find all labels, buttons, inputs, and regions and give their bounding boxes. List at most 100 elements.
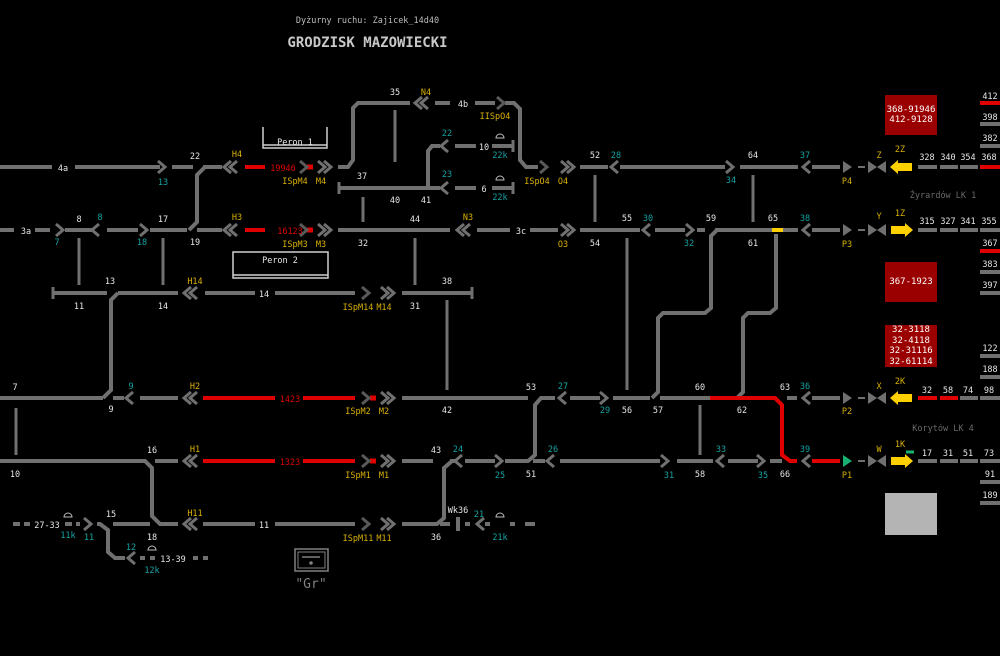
- signal-double-chevron-icon[interactable]: [412, 95, 429, 111]
- signal-double-chevron-icon[interactable]: [560, 159, 577, 175]
- block-signal-icon[interactable]: [877, 455, 886, 467]
- entry-signal-icon[interactable]: [843, 161, 852, 173]
- block-signal-icon[interactable]: [868, 392, 877, 404]
- track-1[interactable]: [0, 459, 782, 526]
- derailer-icon[interactable]: [495, 512, 505, 518]
- shunting-signal-icon[interactable]: [496, 95, 507, 111]
- block-signal-icon[interactable]: [877, 392, 886, 404]
- direction-arrow-right-icon[interactable]: [891, 454, 913, 468]
- derailer-icon[interactable]: [495, 133, 505, 139]
- switch-point-icon[interactable]: [474, 516, 485, 532]
- signal-double-chevron-icon[interactable]: [380, 516, 397, 532]
- signal-double-chevron-icon[interactable]: [560, 222, 577, 238]
- signal-double-chevron-icon[interactable]: [181, 453, 198, 469]
- switch-point-icon[interactable]: [660, 453, 671, 469]
- crossover-links[interactable]: [14, 110, 755, 455]
- shunting-signal-icon[interactable]: [361, 453, 372, 469]
- entry-signal-icon[interactable]: [843, 224, 852, 236]
- switch-point-icon[interactable]: [725, 159, 736, 175]
- signal-double-chevron-icon[interactable]: [380, 285, 397, 301]
- track-4a[interactable]: [0, 165, 222, 232]
- switch-point-icon[interactable]: [83, 516, 94, 532]
- switch-point-icon[interactable]: [608, 159, 619, 175]
- signal-double-chevron-icon[interactable]: [317, 222, 334, 238]
- line-label-lk1: Żyrardów LK 1: [910, 190, 977, 201]
- direction-arrow-left-icon[interactable]: [890, 391, 912, 405]
- switch-point-icon[interactable]: [157, 159, 168, 175]
- track-10[interactable]: [426, 144, 512, 188]
- switch-label: 18: [137, 238, 147, 248]
- switch-point-icon[interactable]: [125, 550, 136, 566]
- switch-point-icon[interactable]: [800, 159, 811, 175]
- block-signal-icon[interactable]: [868, 161, 877, 173]
- switch-point-icon[interactable]: [123, 390, 134, 406]
- empty-train-box[interactable]: [885, 493, 937, 535]
- direction-arrow-left-icon[interactable]: [890, 160, 912, 174]
- switch-label: 36: [800, 382, 810, 392]
- train-box-lk4-track2[interactable]: 32-3118 32-4118 32-31116 32-61114: [885, 325, 937, 367]
- direction-arrow-right-icon[interactable]: [891, 223, 913, 237]
- buffer-stops-14: [51, 287, 474, 299]
- derailer-icon[interactable]: [495, 175, 505, 181]
- track-11[interactable]: [13, 522, 535, 560]
- switch-point-icon[interactable]: [438, 180, 449, 196]
- block-signal-icon[interactable]: [877, 161, 886, 173]
- signal-double-chevron-icon[interactable]: [380, 453, 397, 469]
- signal-double-chevron-icon[interactable]: [380, 390, 397, 406]
- switch-point-icon[interactable]: [685, 222, 696, 238]
- signal-double-chevron-icon[interactable]: [221, 159, 238, 175]
- switch-point-icon[interactable]: [800, 390, 811, 406]
- crossover-43-36[interactable]: [402, 459, 454, 526]
- shunting-signal-icon[interactable]: [539, 159, 550, 175]
- derailer-icon[interactable]: [63, 512, 73, 518]
- shunting-signal-icon[interactable]: [299, 159, 310, 175]
- track-4b[interactable]: [338, 101, 538, 169]
- block-signal-icon[interactable]: [868, 224, 877, 236]
- section-label: 38: [442, 277, 452, 287]
- switch-point-icon[interactable]: [800, 222, 811, 238]
- switch-point-icon[interactable]: [89, 222, 100, 238]
- signal-double-chevron-icon[interactable]: [181, 516, 198, 532]
- shunting-signal-icon[interactable]: [361, 285, 372, 301]
- derailer-icon[interactable]: [147, 545, 157, 551]
- signal-double-chevron-icon[interactable]: [454, 222, 471, 238]
- signal-double-chevron-icon[interactable]: [181, 390, 198, 406]
- entry-signal-icon[interactable]: [843, 455, 852, 467]
- switch-point-icon[interactable]: [55, 222, 66, 238]
- crossover-59-57[interactable]: [650, 228, 719, 400]
- section-label: 60: [695, 383, 705, 393]
- switch-point-icon[interactable]: [139, 222, 150, 238]
- shunting-signal-icon[interactable]: [361, 390, 372, 406]
- switch-point-icon[interactable]: [556, 390, 567, 406]
- track-14[interactable]: [53, 291, 472, 400]
- section-label: 62: [737, 406, 747, 416]
- train-box-lk1-track1[interactable]: 367-1923: [885, 262, 937, 302]
- grouping-button[interactable]: "Gr": [294, 548, 329, 592]
- switch-label: 12: [126, 543, 136, 553]
- switch-point-icon[interactable]: [438, 138, 449, 154]
- switch-point-icon[interactable]: [756, 453, 767, 469]
- block-signal-icon[interactable]: [868, 455, 877, 467]
- signal-double-chevron-icon[interactable]: [181, 285, 198, 301]
- signal-double-chevron-icon[interactable]: [317, 159, 334, 175]
- block-sections[interactable]: [918, 122, 1000, 505]
- crossover-61-62[interactable]: [735, 234, 778, 400]
- signal-label: 1K: [895, 440, 906, 450]
- block-signal-icon[interactable]: [877, 224, 886, 236]
- switch-point-icon[interactable]: [640, 222, 651, 238]
- section-label: 122: [982, 344, 997, 354]
- switch-point-icon[interactable]: [599, 390, 610, 406]
- switch-point-icon[interactable]: [714, 453, 725, 469]
- entry-signal-icon[interactable]: [843, 392, 852, 404]
- shunting-signal-icon[interactable]: [361, 516, 372, 532]
- switch-point-icon[interactable]: [494, 453, 505, 469]
- switch-label: 31: [664, 471, 674, 481]
- switch-point-icon[interactable]: [452, 453, 463, 469]
- switch-point-icon[interactable]: [544, 453, 555, 469]
- train-box-lk1-track2[interactable]: 368-91946 412-9128: [885, 95, 937, 135]
- crossover-53-51[interactable]: [505, 396, 545, 463]
- shunting-signal-icon[interactable]: [299, 222, 310, 238]
- switch-point-icon[interactable]: [800, 453, 811, 469]
- signal-double-chevron-icon[interactable]: [221, 222, 238, 238]
- section-label: 398: [982, 113, 997, 123]
